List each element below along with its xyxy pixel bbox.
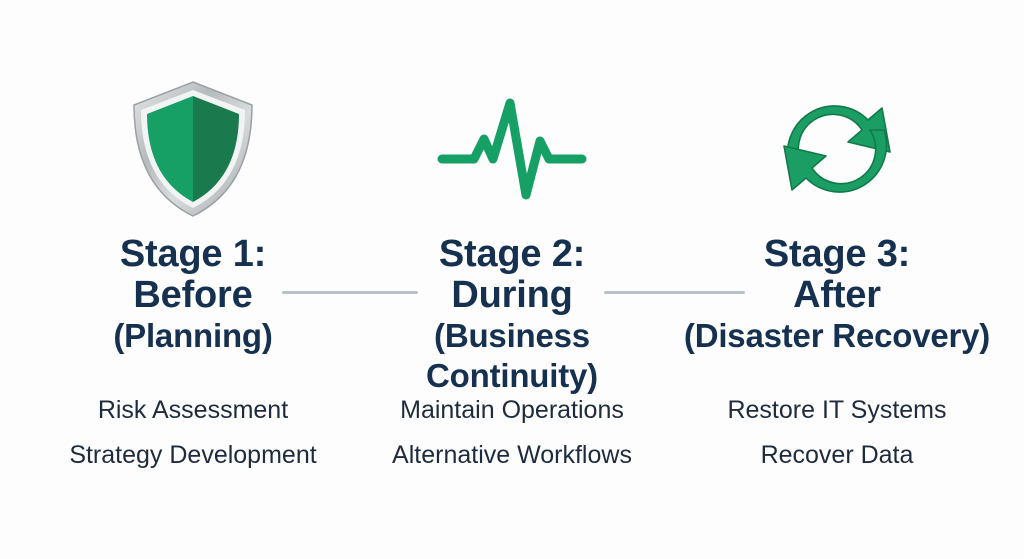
stage-connector-1-2: [282, 291, 418, 294]
stage-connector-2-3: [604, 291, 745, 294]
stage-column-2: Stage 2: During (Business Continuity) Ma…: [346, 0, 678, 559]
stage-1-detail-2: Strategy Development: [69, 441, 317, 469]
stage-3-heading-line-2: After: [793, 274, 881, 316]
stage-2-detail-2: Alternative Workflows: [392, 441, 632, 469]
pulse-line-icon: [436, 97, 588, 201]
stage-2-details: Maintain Operations Alternative Workflow…: [346, 388, 678, 478]
stage-3-detail-2: Recover Data: [760, 441, 914, 469]
stage-1-heading-line-2: Before: [133, 274, 253, 316]
stage-3-heading-line-1: Stage 3:: [763, 233, 911, 275]
stage-3-heading: Stage 3: After (Disaster Recovery): [674, 234, 1000, 356]
stage-1-details: Risk Assessment Strategy Development: [33, 388, 353, 478]
shield-icon: [130, 80, 256, 218]
stage-2-heading-line-1: Stage 2:: [438, 233, 586, 275]
stage-3-icon-wrap: [674, 78, 1000, 220]
refresh-cycle-icon: [778, 88, 896, 210]
stage-3-heading-line-3: (Disaster Recovery): [683, 317, 991, 354]
stage-1-heading-line-3: (Planning): [113, 317, 273, 354]
stage-1-detail-1: Risk Assessment: [97, 396, 289, 424]
stage-column-1: Stage 1: Before (Planning) Risk Assessme…: [33, 0, 353, 559]
stage-1-icon-wrap: [33, 78, 353, 220]
stage-3-details: Restore IT Systems Recover Data: [674, 388, 1000, 478]
stage-1-heading: Stage 1: Before (Planning): [33, 234, 353, 356]
stage-2-detail-1: Maintain Operations: [400, 396, 624, 424]
stage-2-heading-line-2: During: [451, 274, 573, 316]
stage-2-icon-wrap: [346, 78, 678, 220]
stage-2-heading: Stage 2: During (Business Continuity): [346, 234, 678, 396]
stage-1-heading-line-1: Stage 1:: [119, 233, 267, 275]
stage-3-detail-1: Restore IT Systems: [727, 396, 947, 424]
stage-column-3: Stage 3: After (Disaster Recovery) Resto…: [674, 0, 1000, 559]
stage-2-heading-line-3: (Business Continuity): [426, 317, 598, 394]
